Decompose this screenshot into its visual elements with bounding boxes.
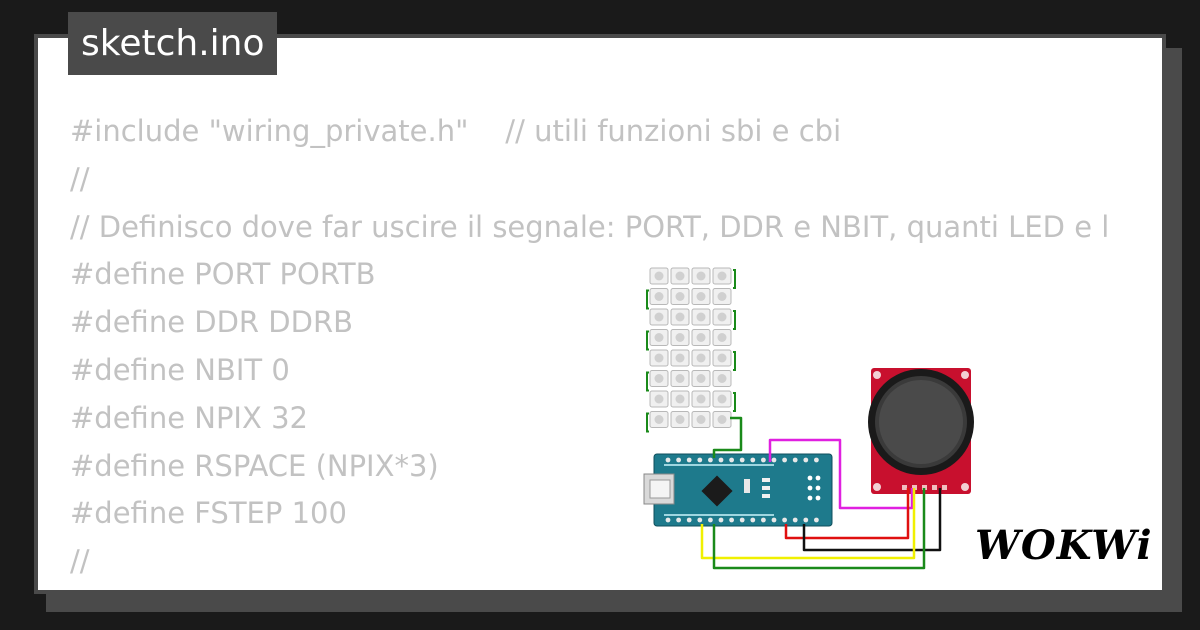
file-name-tab[interactable]: sketch.ino xyxy=(68,12,278,75)
code-line: #define PORT PORTB xyxy=(70,257,376,292)
code-line: #define DDR DDRB xyxy=(70,305,353,340)
code-line: #define NBIT 0 xyxy=(70,352,290,387)
code-line: #include "wiring_private.h" // utili fun… xyxy=(70,114,842,148)
code-line: #define FSTEP 100 xyxy=(70,496,347,531)
code-line: #define RSPACE (NPIX*3) xyxy=(70,448,439,483)
code-line: // xyxy=(70,544,90,579)
wokwi-logo-icon: WOKWi xyxy=(975,522,1153,569)
code-line: // Definisco dove far uscire il segnale:… xyxy=(70,209,1110,244)
code-line: #define NPIX 32 xyxy=(70,400,308,435)
code-preview-card: #include "wiring_private.h" // utili fun… xyxy=(34,34,1166,594)
code-line: // xyxy=(70,161,90,196)
code-block: #include "wiring_private.h" // utili fun… xyxy=(70,108,1162,586)
